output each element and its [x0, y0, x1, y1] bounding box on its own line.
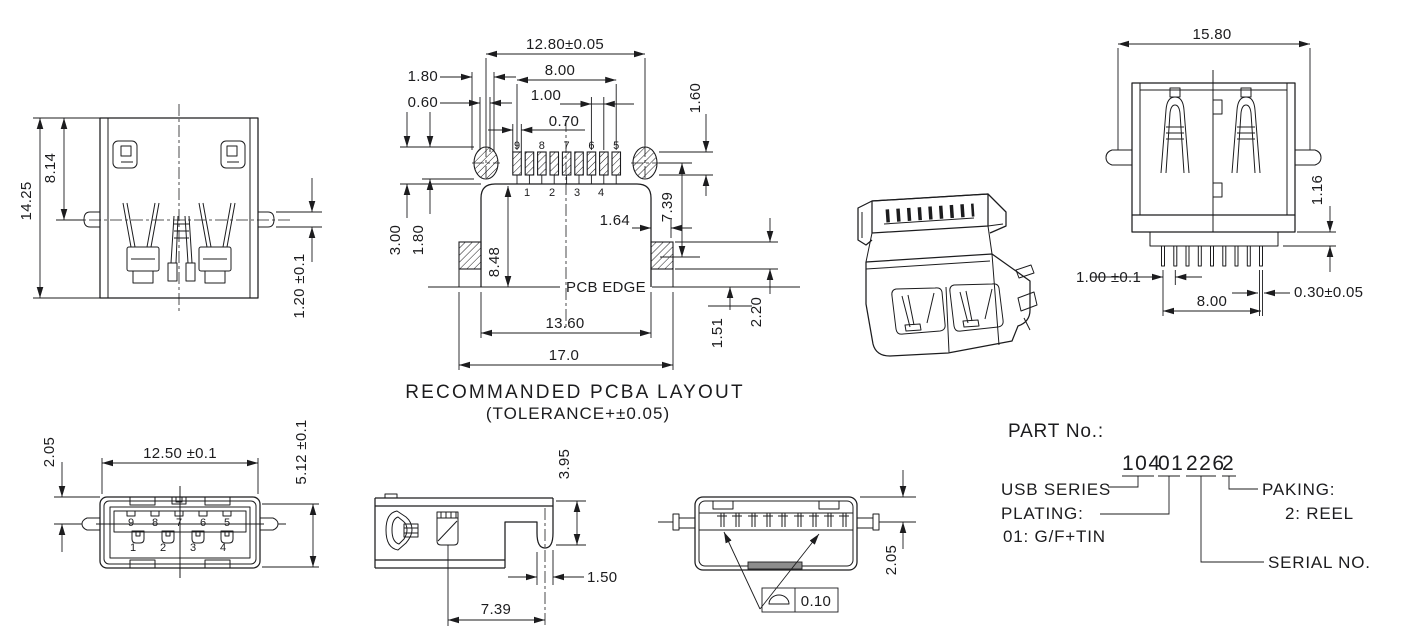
isometric-view: [857, 193, 1038, 357]
solder-pads: [512, 151, 622, 184]
pin-tails: [717, 513, 849, 527]
dim-peg-offset: 2.05: [883, 545, 900, 575]
front-view: 9 8 7 6 5 1 2 3 4 2.05 12.50 ±0.1 5.12 ±…: [41, 419, 319, 578]
dim-pitch: 1.00: [531, 87, 561, 104]
plating-value: 01: G/F+TIN: [1003, 527, 1106, 546]
pcba-layout-tolerance: (TOLERANCE+±0.05): [486, 404, 670, 423]
dim-depth: 8.48: [486, 247, 503, 277]
pad-number: 1: [524, 187, 530, 199]
solder-pins: [1161, 245, 1263, 267]
pcba-layout-view: 9 8 7 6 5 1 2 3 4 PCB EDGE 12.80±0.05 1.…: [387, 36, 800, 423]
dim-width-outer: 17.0: [549, 347, 579, 364]
dim-pad2-height: 2.20: [748, 297, 765, 327]
pin-number: 2: [160, 542, 166, 554]
dim-height: 3.95: [556, 449, 573, 479]
pcb-edge-label: PCB EDGE: [566, 279, 646, 296]
contact-stack: [436, 511, 459, 546]
dim-slot-a: 3.00: [387, 225, 404, 255]
rear-view: 15.80 1.16 1.00 ±0.1 8.00 0.30±0.05: [1076, 26, 1363, 316]
dim-width: 15.80: [1192, 26, 1231, 43]
top-view: 14.25 8.14 1.20 ±0.1: [18, 104, 322, 319]
mount-pad-left: [458, 241, 482, 270]
dim-offset-a: 1.80: [408, 68, 438, 85]
dim-edge-offset: 1.51: [709, 318, 726, 348]
latch-clip: [385, 510, 419, 551]
lower-contacts: [131, 530, 234, 544]
dim-peg-offset: 1.20 ±0.1: [291, 253, 308, 318]
pin-number: 4: [220, 542, 226, 554]
dim-height-total: 14.25: [18, 181, 35, 220]
part-no-seg-paking: 2: [1222, 452, 1235, 475]
pcba-layout-title: RECOMMANDED PCBA LAYOUT: [405, 382, 745, 403]
dim-pitch: 1.00 ±0.1: [1076, 269, 1141, 286]
dim-width-inner: 13.60: [545, 315, 584, 332]
side-view: 3.95 1.50 7.39: [374, 449, 617, 626]
bottom-tab: [747, 561, 803, 570]
dim-height-inner: 8.14: [42, 153, 59, 183]
dim-width: 12.50 ±0.1: [143, 445, 217, 462]
dim-height: 5.12 ±0.1: [293, 419, 310, 484]
peg-left: [83, 211, 100, 228]
part-no-seg-serial: 226: [1186, 452, 1226, 475]
pad-number: 7: [564, 140, 570, 152]
part-no-seg-plating: 01: [1158, 452, 1184, 475]
bottom-view: 2.05 0.10: [658, 470, 916, 613]
pin-number: 7: [176, 517, 182, 529]
center-contact: [167, 215, 196, 282]
dim-peg-offset: 2.05: [41, 437, 58, 467]
shell-clip-right: [220, 140, 246, 169]
pin-number: 9: [128, 517, 134, 529]
dim-pad-width: 0.70: [549, 113, 579, 130]
flatness-value: 0.10: [801, 593, 831, 610]
dim-step: 1.16: [1309, 175, 1326, 205]
plating-label: PLATING:: [1001, 504, 1084, 523]
serial-label: SERIAL NO.: [1268, 553, 1371, 572]
dim-hole-span: 12.80±0.05: [526, 36, 604, 53]
contact-spring-right: [1231, 87, 1261, 174]
pad-number: 4: [598, 187, 604, 199]
pin-number: 5: [224, 517, 230, 529]
paking-value: 2: REEL: [1285, 504, 1354, 523]
shell-clip-left: [112, 140, 138, 169]
pad-number: 8: [539, 140, 545, 152]
pad-number: 2: [549, 187, 555, 199]
peg-left: [1105, 149, 1133, 166]
part-no-seg-series: 104: [1122, 452, 1162, 475]
mount-pad-right: [650, 241, 674, 270]
part-number-legend: PART No.: 104 01 226 2 USB SERIES PLATIN…: [1001, 421, 1371, 572]
dim-length: 7.39: [481, 601, 511, 618]
dim-tail: 1.50: [587, 569, 617, 586]
latch-spring-left: [122, 202, 160, 284]
series-label: USB SERIES: [1001, 480, 1111, 499]
dim-depth-right: 7.39: [659, 192, 676, 222]
profile-of-surface-icon: [768, 594, 790, 605]
dim-offset-b: 0.60: [408, 94, 438, 111]
latch-spring-right: [198, 202, 236, 284]
peg-right: [1294, 149, 1322, 166]
part-no-label: PART No.:: [1008, 421, 1104, 442]
dim-edge-gap: 1.64: [600, 212, 630, 229]
pin-number: 6: [200, 517, 206, 529]
pin-number: 8: [152, 517, 158, 529]
peg-right: [258, 211, 275, 228]
dim-span: 8.00: [1197, 293, 1227, 310]
dim-pad-height: 1.60: [687, 83, 704, 113]
pad-number: 3: [574, 187, 580, 199]
dim-pin-width: 0.30±0.05: [1294, 284, 1363, 301]
dim-pad-span: 8.00: [545, 62, 575, 79]
flatness-feature-control-frame: 0.10: [723, 531, 839, 613]
paking-label: PAKING:: [1262, 480, 1335, 499]
pin-number: 1: [130, 542, 136, 554]
dim-slot-b: 1.80: [410, 225, 427, 255]
pin-number: 3: [190, 542, 196, 554]
contact-spring-left: [1160, 87, 1190, 174]
